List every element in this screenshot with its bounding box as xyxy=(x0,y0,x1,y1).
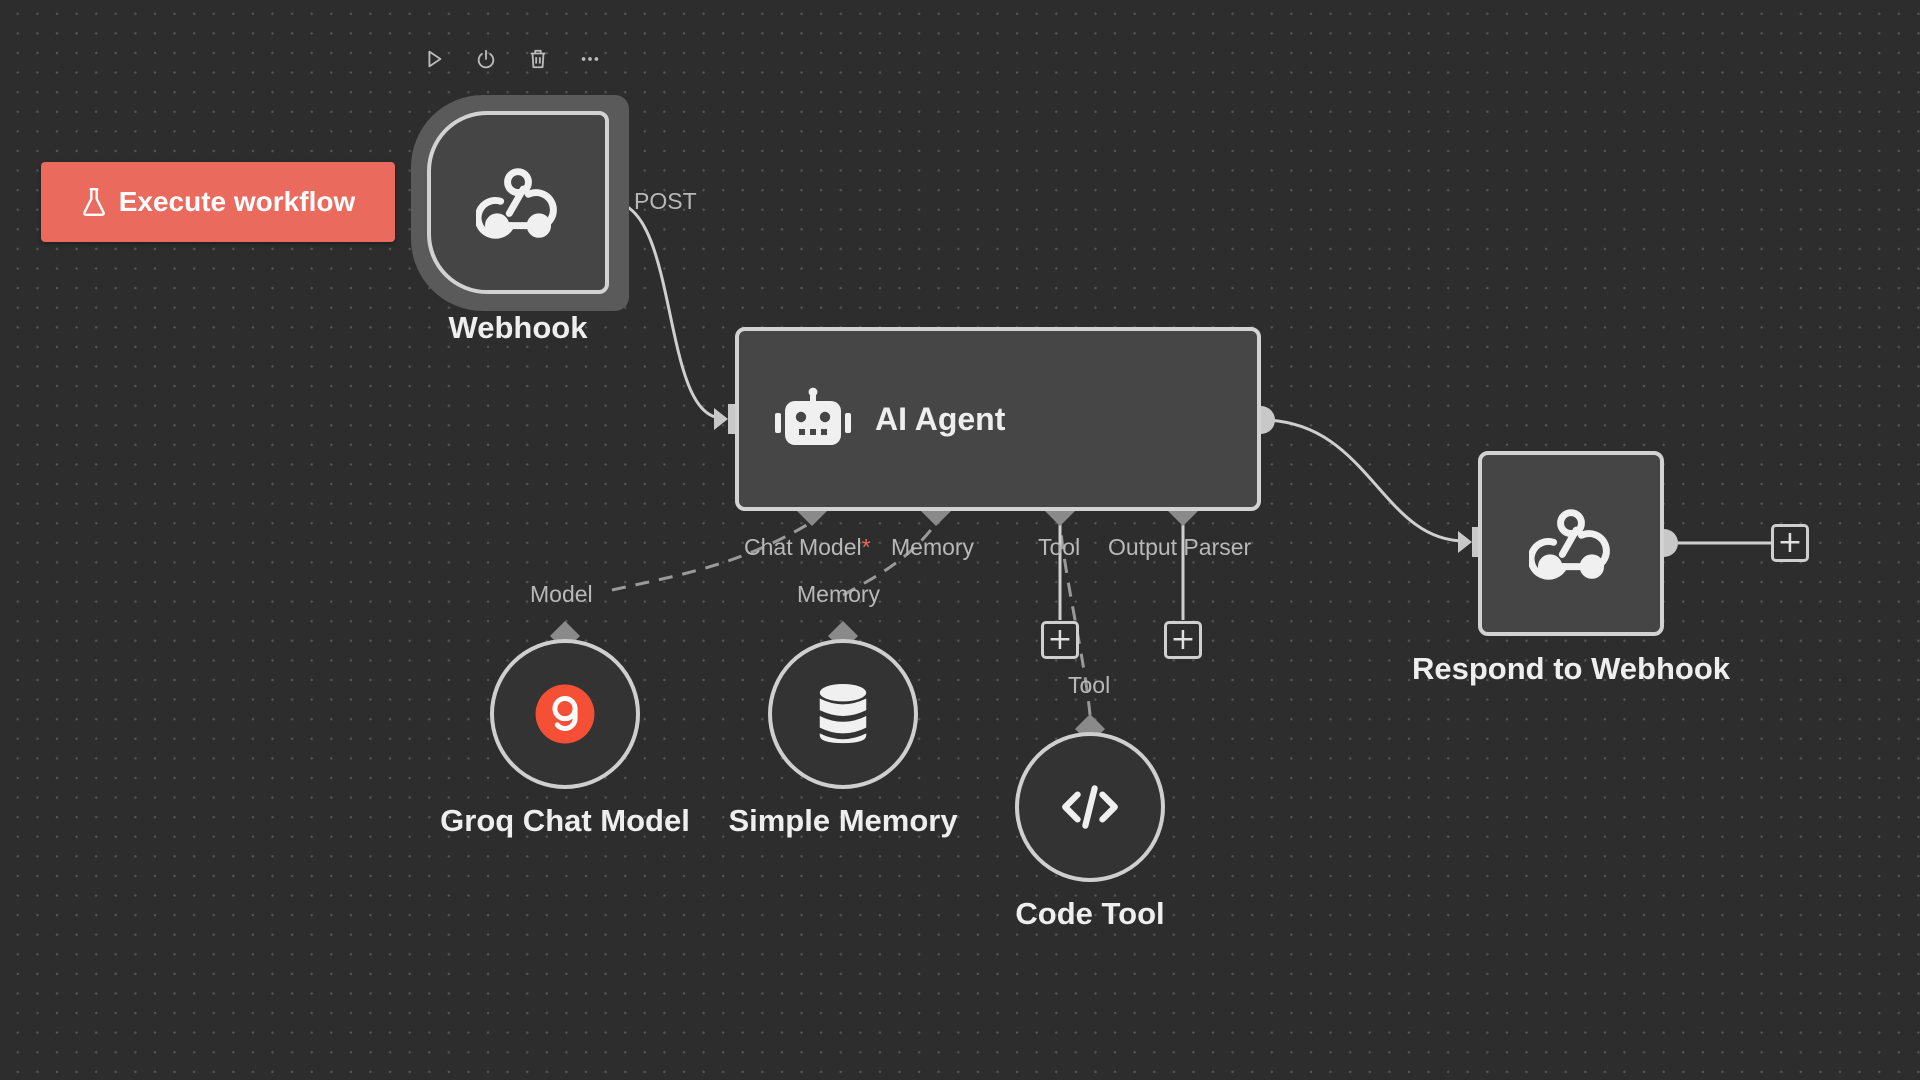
database-icon xyxy=(819,683,867,744)
power-icon xyxy=(477,49,495,69)
port-label-output-parser: Output Parser xyxy=(1108,534,1252,560)
deactivate-node-button[interactable] xyxy=(472,45,500,73)
add-tool-button[interactable]: + xyxy=(1041,621,1079,659)
simple-memory-label: Simple Memory xyxy=(728,803,958,838)
edge-codetool-to-agent xyxy=(1058,522,1092,716)
ai-agent-label: AI Agent xyxy=(875,400,1006,437)
edge-groq-to-agent xyxy=(611,521,811,592)
node-toolbar xyxy=(420,45,604,73)
webhook-node[interactable] xyxy=(427,111,609,294)
respond-to-webhook-label: Respond to Webhook xyxy=(1411,651,1731,686)
play-icon xyxy=(428,50,442,68)
edge-webhook-to-agent xyxy=(610,200,723,420)
code-tool-label: Code Tool xyxy=(1015,896,1165,931)
ellipsis-icon xyxy=(581,57,599,61)
edge-memory-to-agent xyxy=(842,522,938,597)
memory-port-label: Memory xyxy=(797,581,881,607)
run-node-button[interactable] xyxy=(420,45,448,73)
respond-to-webhook-node[interactable] xyxy=(1478,451,1664,636)
webhook-output-label: POST xyxy=(634,188,697,214)
groq-logo-icon xyxy=(535,684,595,744)
delete-node-button[interactable] xyxy=(524,45,552,73)
port-label-tool: Tool xyxy=(1038,534,1081,560)
webhook-icon xyxy=(1529,508,1610,580)
add-node-after-respond-button[interactable]: + xyxy=(1771,524,1809,562)
ai-agent-node[interactable]: AI Agent xyxy=(735,327,1261,511)
respond-input-handle xyxy=(1472,527,1482,557)
edge-agent-to-respond xyxy=(1260,418,1466,543)
execute-workflow-label: Execute workflow xyxy=(118,186,356,217)
more-options-button[interactable] xyxy=(576,45,604,73)
trash-icon xyxy=(530,49,546,69)
webhook-node-label: Webhook xyxy=(448,310,588,345)
agent-input-handle xyxy=(728,404,738,434)
simple-memory-node[interactable] xyxy=(768,639,918,789)
code-tool-node[interactable] xyxy=(1015,732,1165,882)
port-label-chat-model: Chat Model* xyxy=(744,534,871,560)
add-output-parser-button[interactable]: + xyxy=(1164,621,1202,659)
execute-workflow-button[interactable]: Execute workflow xyxy=(41,162,395,242)
flask-icon xyxy=(82,187,105,217)
webhook-icon xyxy=(476,167,557,239)
codetool-port-label: Tool xyxy=(1068,672,1111,698)
groq-chat-model-node[interactable] xyxy=(490,639,640,789)
groq-chat-model-label: Groq Chat Model xyxy=(440,803,690,838)
port-label-memory: Memory xyxy=(891,534,975,560)
code-icon xyxy=(1062,785,1118,829)
groq-port-label: Model xyxy=(530,581,593,607)
robot-icon xyxy=(775,387,851,445)
